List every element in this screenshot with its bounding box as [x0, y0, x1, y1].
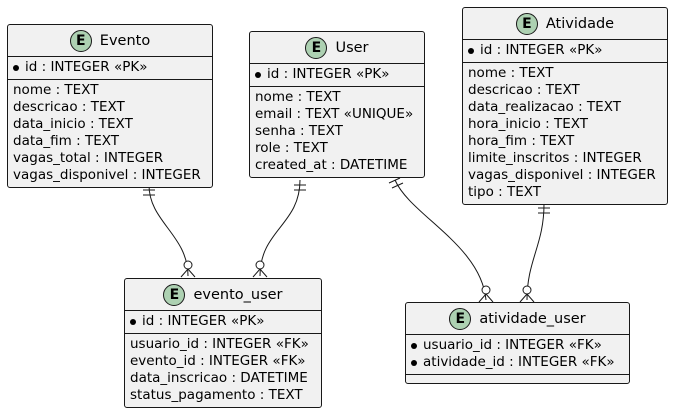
key-bullet-icon — [13, 64, 19, 71]
entity-badge-icon: E — [515, 12, 538, 35]
attribute-field: descricao : TEXT — [13, 99, 125, 115]
crows-foot — [478, 293, 494, 303]
attribute-field: usuario_id : INTEGER «FK» — [130, 336, 309, 352]
attribute-field: limite_inscritos : INTEGER — [468, 150, 642, 166]
entity-header: E User — [250, 32, 424, 63]
attribute-field: hora_fim : TEXT — [468, 133, 575, 149]
entity-header: E atividade_user — [406, 303, 629, 334]
attribute-section: usuario_id : INTEGER «FK» evento_id : IN… — [125, 334, 321, 407]
entity-title: Evento — [99, 32, 151, 49]
key-section: usuario_id : INTEGER «FK» atividade_id :… — [406, 335, 629, 374]
relation-line — [526, 203, 545, 301]
entity-title: evento_user — [193, 286, 283, 303]
key-field: id : INTEGER «PK» — [468, 42, 662, 59]
attribute-field: senha : TEXT — [255, 123, 343, 139]
one-bar — [388, 177, 401, 184]
entity-title: Atividade — [545, 15, 615, 32]
relation-evento-evento-user — [143, 184, 196, 278]
one-bar — [391, 182, 404, 189]
relation-user-atividade-user — [388, 177, 494, 303]
entity-title: atividade_user — [479, 310, 586, 327]
key-field: id : INTEGER «PK» — [130, 313, 316, 330]
zero-circle — [255, 260, 265, 270]
crows-foot — [519, 293, 535, 303]
key-bullet-icon — [468, 47, 474, 54]
attribute-field: status_pagamento : TEXT — [130, 387, 303, 403]
zero-circle — [481, 285, 491, 295]
attribute-field: data_fim : TEXT — [13, 133, 119, 149]
key-field: usuario_id : INTEGER «FK» — [411, 337, 624, 354]
crows-foot — [180, 268, 196, 278]
key-section: id : INTEGER «PK» — [8, 57, 212, 79]
attribute-field: data_realizacao : TEXT — [468, 99, 621, 115]
attribute-field: vagas_total : INTEGER — [13, 150, 164, 166]
key-bullet-icon — [411, 342, 417, 349]
attribute-section: nome : TEXT email : TEXT «UNIQUE» senha … — [250, 87, 424, 177]
relation-user-evento-user — [252, 179, 306, 278]
entity-title: User — [335, 39, 369, 56]
relation-line — [259, 179, 301, 277]
attribute-field: data_inscricao : DATETIME — [130, 370, 308, 386]
key-section: id : INTEGER «PK» — [463, 40, 667, 62]
attribute-field: vagas_disponivel : INTEGER — [13, 167, 201, 183]
attribute-field: hora_inicio : TEXT — [468, 116, 589, 132]
entity-badge-icon: E — [305, 36, 328, 59]
zero-circle — [522, 285, 532, 295]
attribute-field: created_at : DATETIME — [255, 157, 408, 173]
entity-user[interactable]: E User id : INTEGER «PK» nome : TEXT ema… — [249, 31, 425, 178]
attribute-field: nome : TEXT — [13, 82, 99, 98]
attribute-field: vagas_disponivel : INTEGER — [468, 167, 656, 183]
entity-header: E Atividade — [463, 8, 667, 39]
entity-atividade[interactable]: E Atividade id : INTEGER «PK» nome : TEX… — [462, 7, 668, 205]
entity-evento[interactable]: E Evento id : INTEGER «PK» nome : TEXT d… — [7, 24, 213, 188]
attribute-field: nome : TEXT — [255, 89, 341, 105]
key-bullet-icon — [130, 318, 136, 325]
key-section: id : INTEGER «PK» — [250, 64, 424, 86]
entity-evento-user[interactable]: E evento_user id : INTEGER «PK» usuario_… — [124, 278, 322, 408]
entity-badge-icon: E — [163, 283, 186, 306]
attribute-section: nome : TEXT descricao : TEXT data_inicio… — [8, 80, 212, 187]
attribute-field: descricao : TEXT — [468, 82, 580, 98]
entity-atividade-user[interactable]: E atividade_user usuario_id : INTEGER «F… — [405, 302, 630, 384]
key-field: id : INTEGER «PK» — [255, 66, 419, 83]
key-field: id : INTEGER «PK» — [13, 59, 207, 76]
key-field: atividade_id : INTEGER «FK» — [411, 354, 624, 371]
key-bullet-icon — [411, 359, 417, 366]
entity-badge-icon: E — [69, 29, 92, 52]
attribute-field: email : TEXT «UNIQUE» — [255, 106, 414, 122]
relation-line — [394, 179, 487, 301]
key-bullet-icon — [255, 71, 261, 78]
attribute-field: data_inicio : TEXT — [13, 116, 133, 132]
entity-header: E Evento — [8, 25, 212, 56]
attribute-field: tipo : TEXT — [468, 184, 542, 200]
crows-foot — [252, 268, 268, 278]
attribute-section: nome : TEXT descricao : TEXT data_realiz… — [463, 63, 667, 204]
entity-header: E evento_user — [125, 279, 321, 310]
key-section: id : INTEGER «PK» — [125, 311, 321, 333]
attribute-field: role : TEXT — [255, 140, 328, 156]
relation-line — [148, 184, 189, 277]
entity-badge-icon: E — [449, 307, 472, 330]
zero-circle — [183, 260, 193, 270]
attribute-field: nome : TEXT — [468, 65, 554, 81]
empty-attribute-section — [406, 375, 629, 383]
attribute-field: evento_id : INTEGER «FK» — [130, 353, 306, 369]
relation-atividade-atividade-user — [519, 203, 550, 303]
